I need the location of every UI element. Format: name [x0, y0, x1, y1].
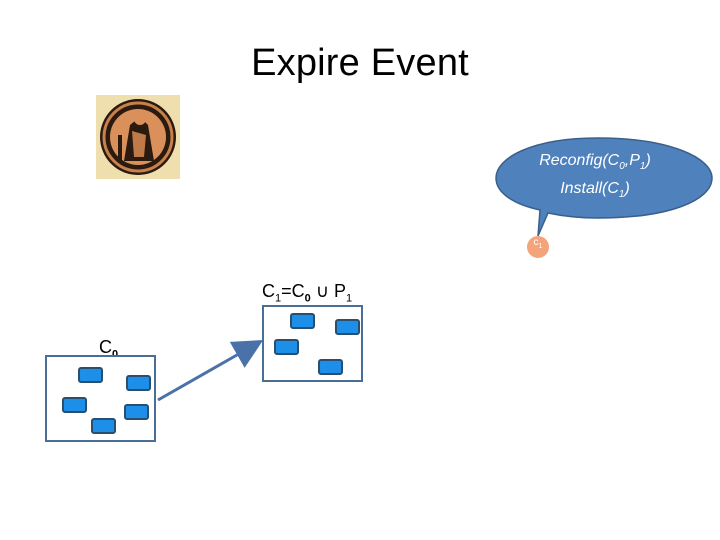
- node: [318, 359, 343, 375]
- greek-vase-portrait-icon: [96, 95, 180, 179]
- node: [124, 404, 149, 420]
- node: [274, 339, 299, 355]
- node: [91, 418, 116, 434]
- node: [335, 319, 360, 335]
- config-c0-label: C0: [99, 337, 118, 361]
- callout-text: Reconfig(C0,P1) Install(C1): [500, 150, 690, 206]
- token-c1: [527, 236, 549, 258]
- callout-line-install: Install(C1): [560, 180, 630, 201]
- node: [290, 313, 315, 329]
- node: [78, 367, 103, 383]
- node: [126, 375, 151, 391]
- node: [62, 397, 87, 413]
- token-label: c1: [533, 237, 543, 250]
- config-c1-label: C1=C0 ∪ P1: [262, 281, 353, 305]
- config-c0-box: [45, 355, 156, 442]
- callout-line-reconfig: Reconfig(C0,P1): [539, 152, 651, 173]
- slide-title: Expire Event: [251, 42, 469, 84]
